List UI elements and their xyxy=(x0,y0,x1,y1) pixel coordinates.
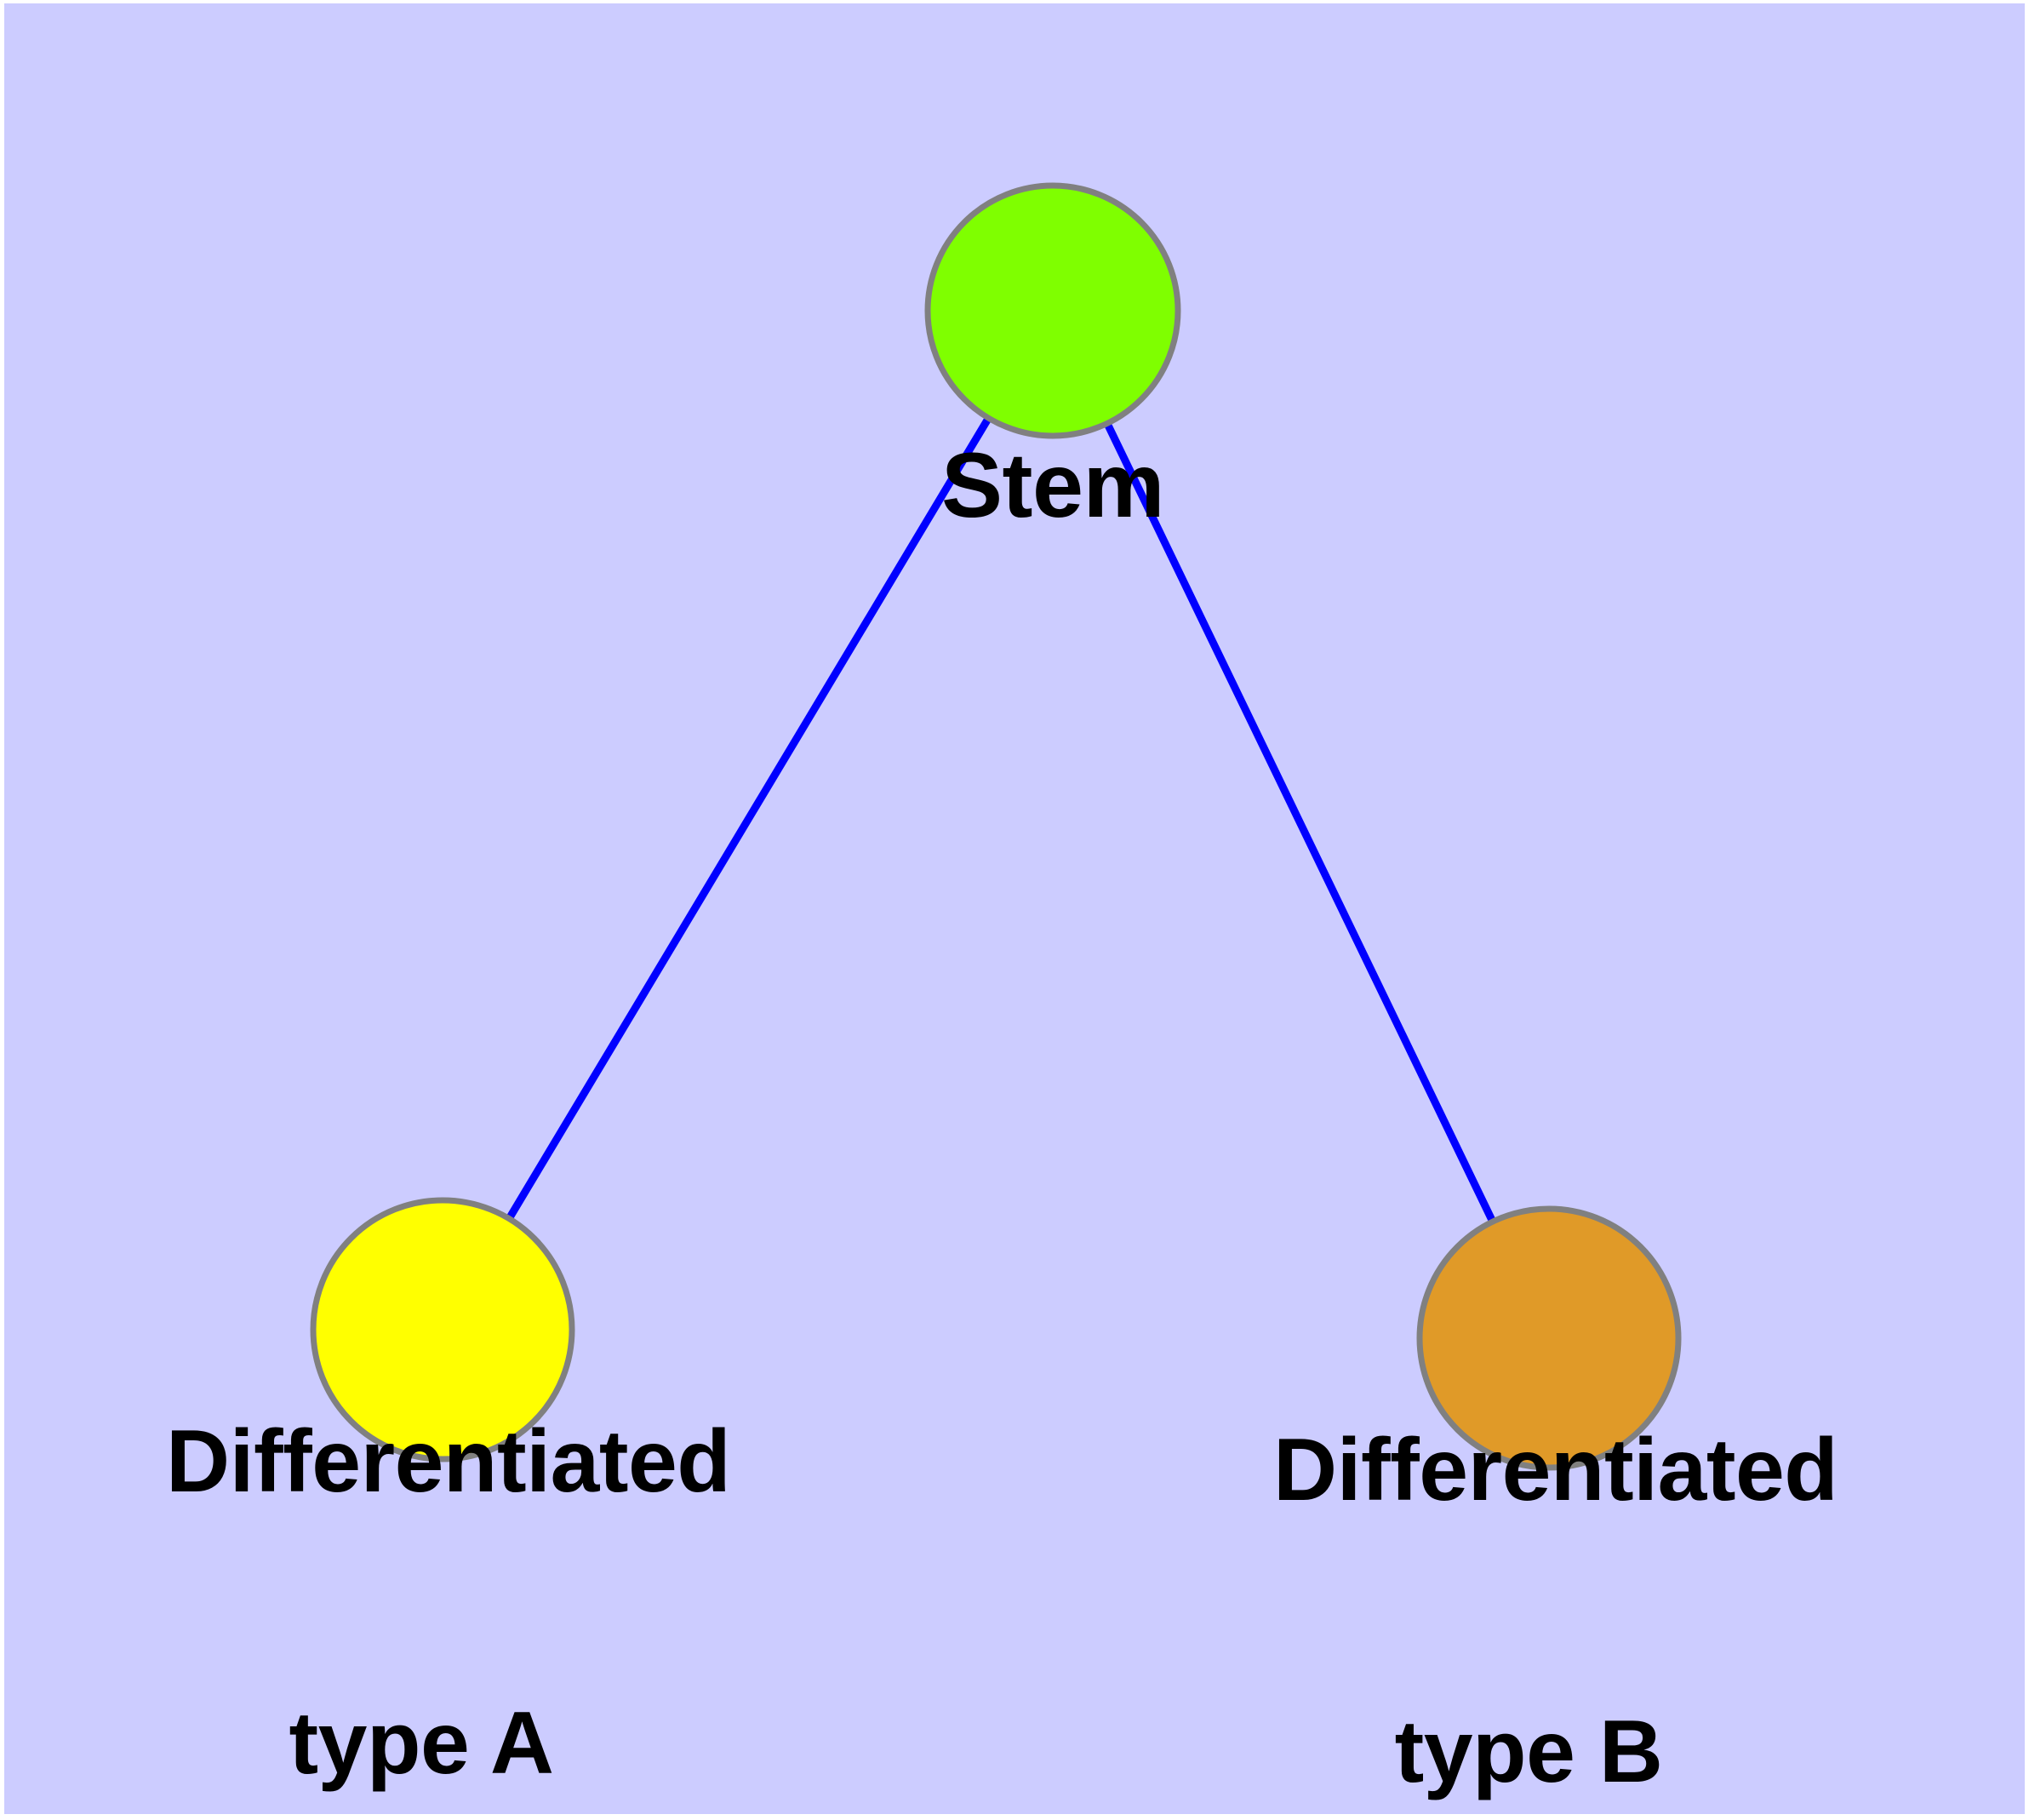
edge-stem-to-differentiated-type-a xyxy=(502,409,996,1228)
node-differentiated-type-a[interactable] xyxy=(310,1197,575,1462)
node-differentiated-type-b[interactable] xyxy=(1416,1205,1682,1471)
node-layer xyxy=(310,182,1682,1471)
node-stem[interactable] xyxy=(924,182,1181,439)
edge-stem-to-differentiated-type-b xyxy=(1100,415,1499,1231)
edge-layer xyxy=(502,409,1499,1231)
